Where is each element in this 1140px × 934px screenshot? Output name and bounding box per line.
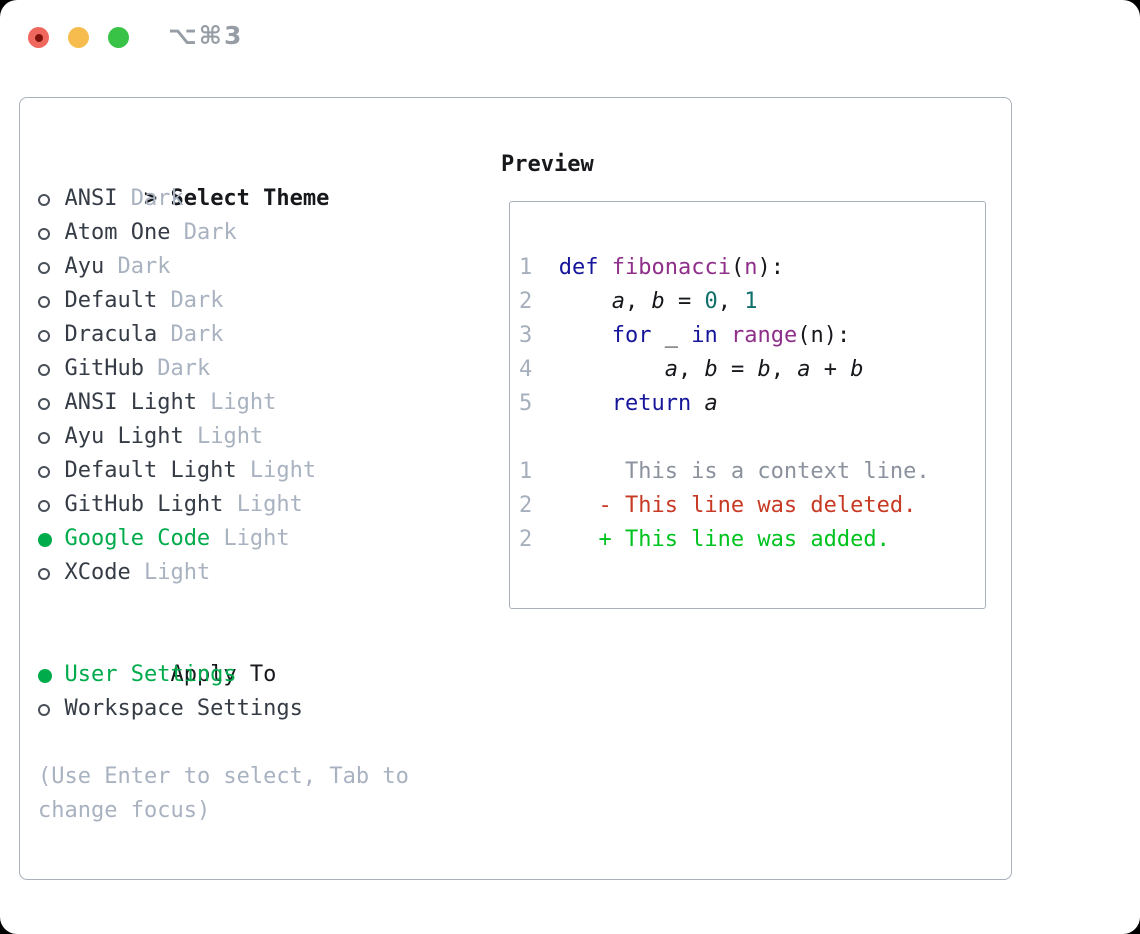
theme-name: Ayu bbox=[64, 254, 105, 279]
apply-option-workspace-settings[interactable]: Workspace Settings bbox=[38, 692, 409, 726]
line-number: 2 bbox=[519, 289, 533, 314]
theme-name: XCode bbox=[64, 560, 131, 585]
theme-name: Atom One bbox=[64, 220, 171, 245]
radio-selected-icon bbox=[38, 658, 64, 692]
theme-option-dracula-dark[interactable]: Dracula Dark bbox=[38, 318, 409, 352]
minimize-button[interactable] bbox=[68, 27, 89, 48]
line-number: 5 bbox=[519, 391, 533, 416]
theme-option-default-dark[interactable]: Default Dark bbox=[38, 284, 409, 318]
line-number: 3 bbox=[519, 323, 533, 348]
code-line-2: 2 a, b = 0, 1 bbox=[519, 285, 985, 319]
theme-name: Google Code bbox=[64, 526, 211, 551]
window-title-shortcut: ⌥⌘3 bbox=[168, 21, 244, 50]
theme-variant-badge: Light bbox=[210, 390, 277, 415]
theme-variant-badge: Dark bbox=[170, 288, 224, 313]
theme-name: Dracula bbox=[64, 322, 158, 347]
code-line-6 bbox=[519, 421, 985, 455]
theme-option-atom-one-dark[interactable]: Atom One Dark bbox=[38, 216, 409, 250]
theme-name: ANSI bbox=[64, 186, 118, 211]
theme-name: Default Light bbox=[64, 458, 237, 483]
line-number: 4 bbox=[519, 357, 533, 382]
theme-option-github-dark[interactable]: GitHub Dark bbox=[38, 352, 409, 386]
spacer bbox=[38, 726, 409, 760]
radio-icon bbox=[38, 454, 64, 488]
theme-name: Default bbox=[64, 288, 158, 313]
zoom-button[interactable] bbox=[108, 27, 129, 48]
theme-variant-badge: Dark bbox=[117, 254, 171, 279]
theme-option-xcode-light[interactable]: XCode Light bbox=[38, 556, 409, 590]
apply-to-header: Apply To bbox=[38, 624, 409, 687]
radio-icon bbox=[38, 216, 64, 250]
theme-variant-badge: Light bbox=[236, 492, 303, 517]
theme-name: GitHub bbox=[64, 356, 144, 381]
close-button[interactable] bbox=[28, 27, 49, 48]
theme-option-ayu-light-light[interactable]: Ayu Light Light bbox=[38, 420, 409, 454]
theme-variant-badge: Light bbox=[223, 526, 290, 551]
theme-variant-badge: Dark bbox=[183, 220, 237, 245]
apply-option-label: User Settings bbox=[64, 662, 237, 687]
select-theme-header: > Select Theme bbox=[38, 148, 409, 211]
radio-icon bbox=[38, 318, 64, 352]
radio-icon bbox=[38, 182, 64, 216]
theme-name: ANSI Light bbox=[64, 390, 197, 415]
help-text-line-2: change focus) bbox=[38, 798, 211, 823]
code-line-3: 3 for _ in range(n): bbox=[519, 319, 985, 353]
radio-icon bbox=[38, 556, 64, 590]
code-line-8: 2 - This line was deleted. bbox=[519, 489, 985, 523]
theme-variant-badge: Dark bbox=[170, 322, 224, 347]
apply-option-label: Workspace Settings bbox=[64, 696, 303, 721]
radio-icon bbox=[38, 284, 64, 318]
radio-icon bbox=[38, 420, 64, 454]
line-number: 2 bbox=[519, 527, 533, 552]
radio-icon bbox=[38, 488, 64, 522]
theme-option-ansi-dark[interactable]: ANSI Dark bbox=[38, 182, 409, 216]
spacer bbox=[38, 590, 409, 624]
code-line-9: 2 + This line was added. bbox=[519, 523, 985, 557]
line-number: 1 bbox=[519, 255, 533, 280]
code-line-5: 5 return a bbox=[519, 387, 985, 421]
apply-option-user-settings[interactable]: User Settings bbox=[38, 658, 409, 692]
sidebar-title: Select Theme bbox=[170, 186, 330, 211]
theme-name: GitHub Light bbox=[64, 492, 224, 517]
theme-variant-badge: Light bbox=[143, 560, 211, 585]
theme-option-ayu-dark[interactable]: Ayu Dark bbox=[38, 250, 409, 284]
theme-name: Ayu Light bbox=[64, 424, 184, 449]
theme-option-default-light-light[interactable]: Default Light Light bbox=[38, 454, 409, 488]
radio-icon bbox=[38, 386, 64, 420]
theme-option-ansi-light-light[interactable]: ANSI Light Light bbox=[38, 386, 409, 420]
radio-icon bbox=[38, 250, 64, 284]
code-line-4: 4 a, b = b, a + b bbox=[519, 353, 985, 387]
radio-selected-icon bbox=[38, 522, 64, 556]
focus-cursor-icon: > bbox=[143, 186, 158, 211]
theme-option-google-code-light[interactable]: Google Code Light bbox=[38, 522, 409, 556]
code-line-7: 1 This is a context line. bbox=[519, 455, 985, 489]
theme-variant-badge: Dark bbox=[157, 356, 211, 381]
line-number: 2 bbox=[519, 493, 533, 518]
radio-icon bbox=[38, 352, 64, 386]
theme-variant-badge: Light bbox=[249, 458, 317, 483]
theme-option-github-light-light[interactable]: GitHub Light Light bbox=[38, 488, 409, 522]
apply-to-title: Apply To bbox=[170, 662, 277, 687]
radio-icon bbox=[38, 692, 64, 726]
theme-variant-badge: Light bbox=[196, 424, 264, 449]
line-number: 1 bbox=[519, 459, 533, 484]
preview-title: Preview bbox=[501, 152, 594, 177]
theme-variant-badge: Dark bbox=[130, 186, 184, 211]
help-text-line-1: (Use Enter to select, Tab to bbox=[38, 764, 409, 789]
